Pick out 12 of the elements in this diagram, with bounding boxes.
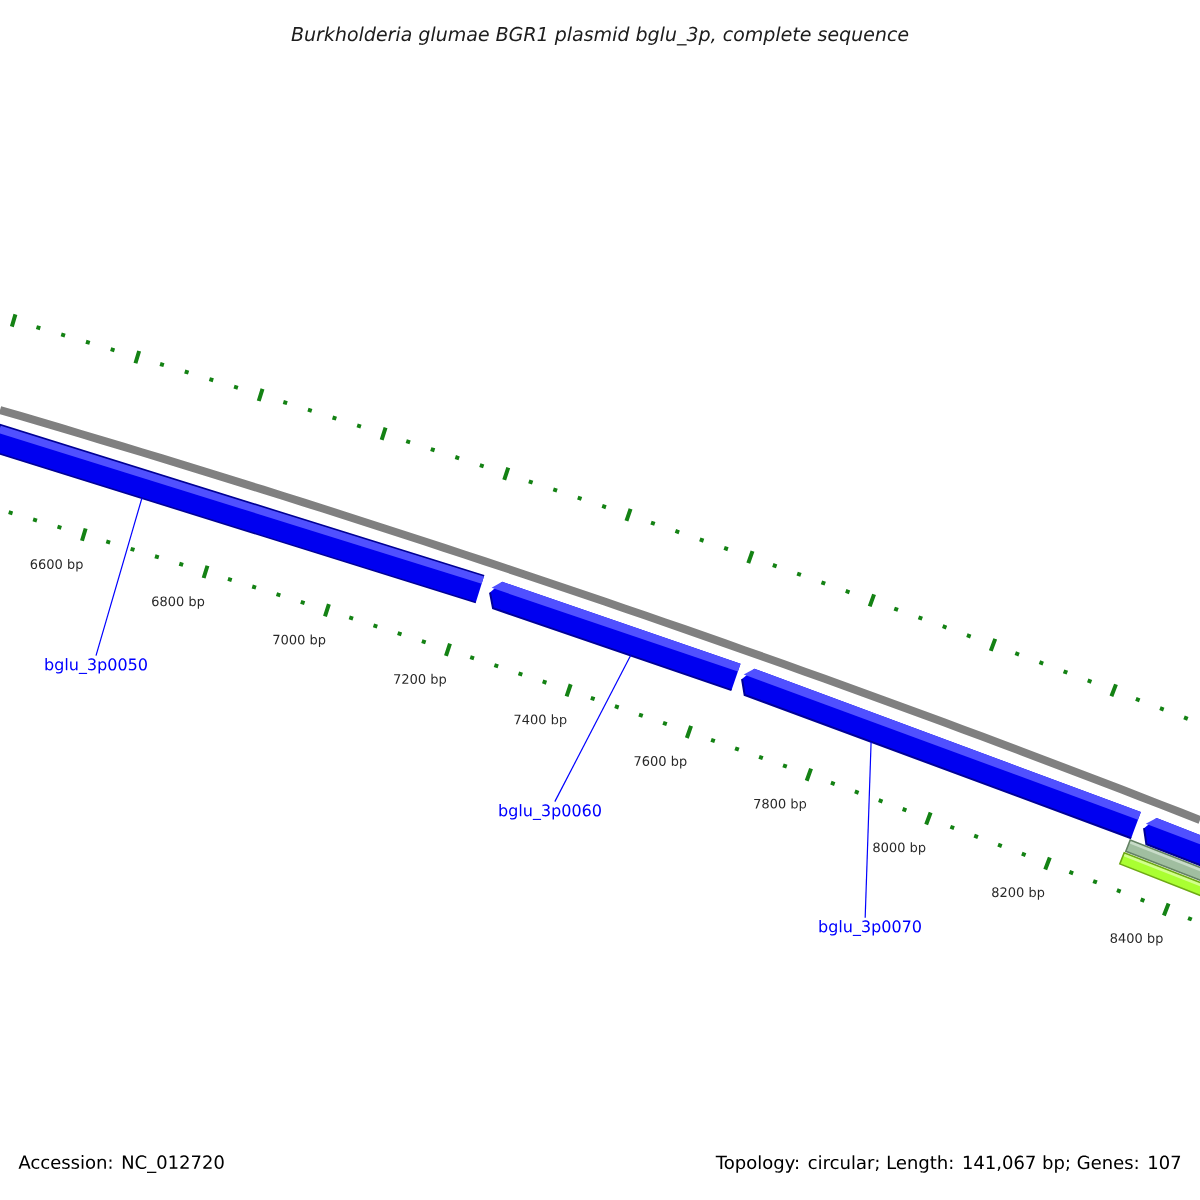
gene-label: bglu_3p0070 — [819, 920, 921, 936]
gene-label: bglu_3p0060 — [499, 804, 601, 820]
title: Burkholderia glumae BGR1 plasmid bglu_3p, complete sequence — [291, 26, 909, 46]
gene-bar — [741, 668, 1141, 840]
feature-bar — [1118, 851, 1200, 900]
gene-bar — [489, 581, 741, 692]
gene-label: bglu_3p0050 — [45, 658, 147, 674]
leader-line — [554, 654, 632, 803]
footer-text: Topology: circular; Length: 141,067 bp; Genes: 107 — [715, 1155, 1181, 1173]
leader-line — [864, 741, 872, 919]
leader-line — [95, 497, 143, 657]
footer-text: Accession: NC_012720 — [18, 1155, 224, 1173]
